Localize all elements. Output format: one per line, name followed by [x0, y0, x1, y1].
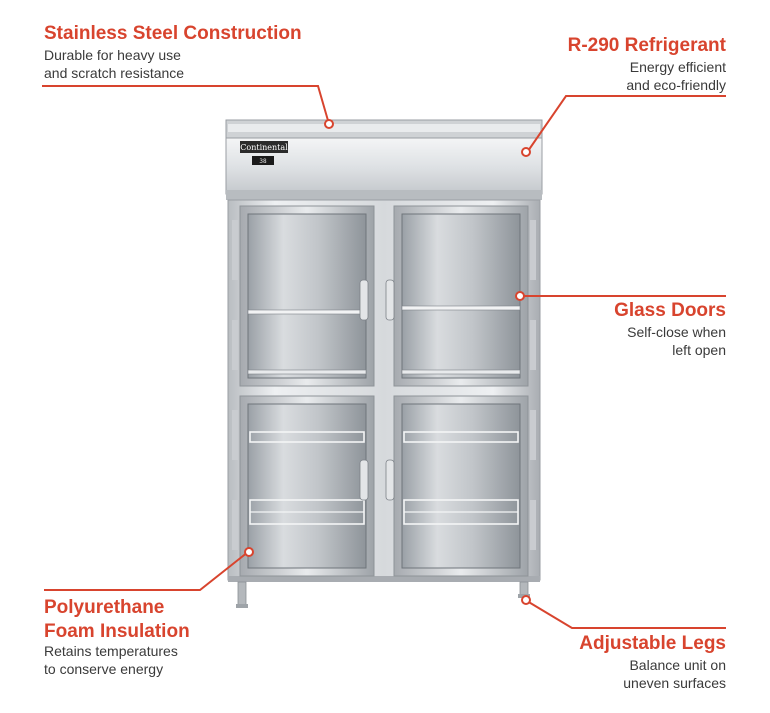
callout-legs-desc-line2: uneven surfaces [623, 675, 726, 691]
callout-glass-doors-desc: Self-close when left open [627, 323, 726, 359]
door-bottom-left [232, 395, 375, 577]
callout-insulation-desc-line1: Retains temperatures [44, 643, 178, 659]
callout-glass-doors-desc-line2: left open [672, 342, 726, 358]
dot-glass-doors [515, 291, 525, 301]
callout-refrigerant-desc-line2: and eco-friendly [626, 77, 726, 93]
callout-refrigerant-desc-line1: Energy efficient [629, 59, 726, 75]
door-top-right [385, 205, 536, 387]
callout-insulation-title-line2: Foam Insulation [44, 621, 190, 642]
glass-doors [232, 205, 536, 577]
leader-stainless [42, 85, 330, 125]
callout-glass-doors-title: Glass Doors [614, 300, 726, 321]
callout-insulation-desc: Retains temperatures to conserve energy [44, 642, 178, 678]
callout-dots [244, 119, 531, 605]
callout-insulation-title: Polyurethane Foam Insulation [44, 596, 190, 644]
callout-stainless-desc-line1: Durable for heavy use [44, 47, 181, 63]
leader-legs [526, 600, 726, 629]
callout-glass-doors-desc-line1: Self-close when [627, 324, 726, 340]
callout-legs-title: Adjustable Legs [579, 633, 726, 654]
callout-leaders [42, 85, 726, 629]
callout-legs-desc-line1: Balance unit on [629, 657, 726, 673]
callout-stainless-desc-line2: and scratch resistance [44, 65, 185, 81]
door-top-left [232, 205, 375, 387]
canopy [225, 119, 543, 200]
dot-stainless [324, 119, 334, 129]
temperature-display: 38 [259, 158, 267, 165]
leader-refrigerant [527, 95, 726, 152]
callout-stainless-title: Stainless Steel Construction [44, 23, 302, 44]
callout-refrigerant-title: R-290 Refrigerant [567, 35, 726, 56]
dot-refrigerant [521, 147, 531, 157]
callout-refrigerant-desc: Energy efficient and eco-friendly [626, 58, 726, 94]
legs [236, 581, 530, 608]
dot-legs [521, 595, 531, 605]
control-panel: Continental 38 [240, 141, 288, 165]
callout-insulation-desc-line2: to conserve energy [44, 661, 164, 677]
brand-logo: Continental [240, 143, 288, 152]
callout-stainless-desc: Durable for heavy use and scratch resist… [44, 46, 184, 82]
callout-insulation-title-line1: Polyurethane [44, 597, 165, 618]
callout-legs-desc: Balance unit on uneven surfaces [623, 656, 726, 692]
leader-insulation [44, 551, 249, 591]
door-bottom-right [385, 395, 536, 577]
dot-insulation [244, 547, 254, 557]
